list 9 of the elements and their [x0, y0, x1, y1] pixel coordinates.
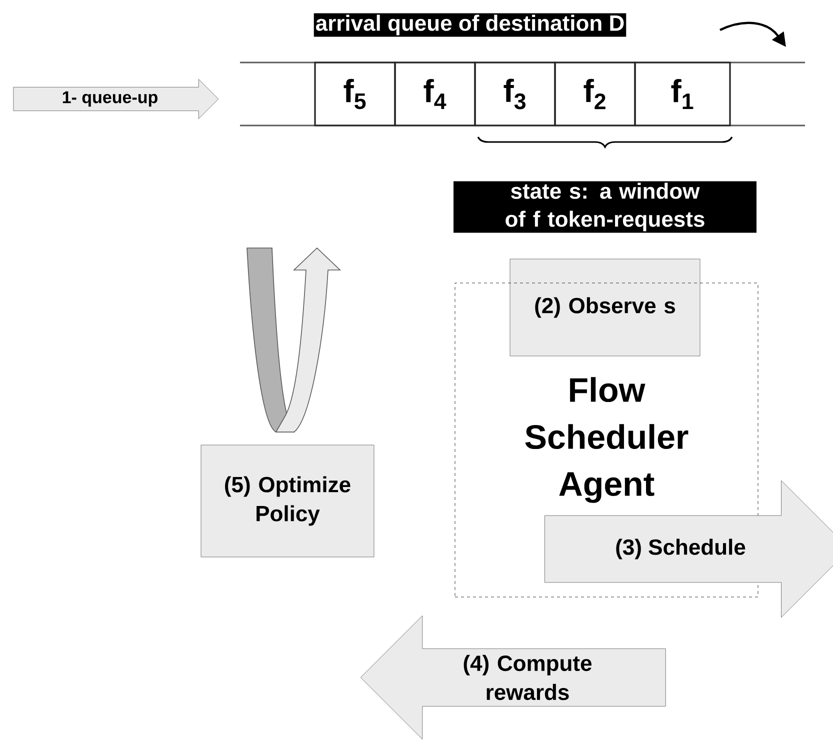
queue-cell: f$_{4}$ [394, 62, 476, 126]
heading-label: arrival queue of destination D [314, 13, 626, 37]
queue-cell: f$_{5}$ [314, 62, 396, 126]
process-box: (5) Optimize Policy [200, 444, 374, 558]
queue-cell: f$_{3}$ [474, 62, 556, 126]
queue-cell: f$_{1}$ [634, 62, 731, 126]
process-box: (2) Observe s [510, 258, 700, 356]
queue-cell: f$_{2}$ [554, 62, 636, 126]
callout-label: state s: a window of f token-requests [454, 181, 756, 233]
